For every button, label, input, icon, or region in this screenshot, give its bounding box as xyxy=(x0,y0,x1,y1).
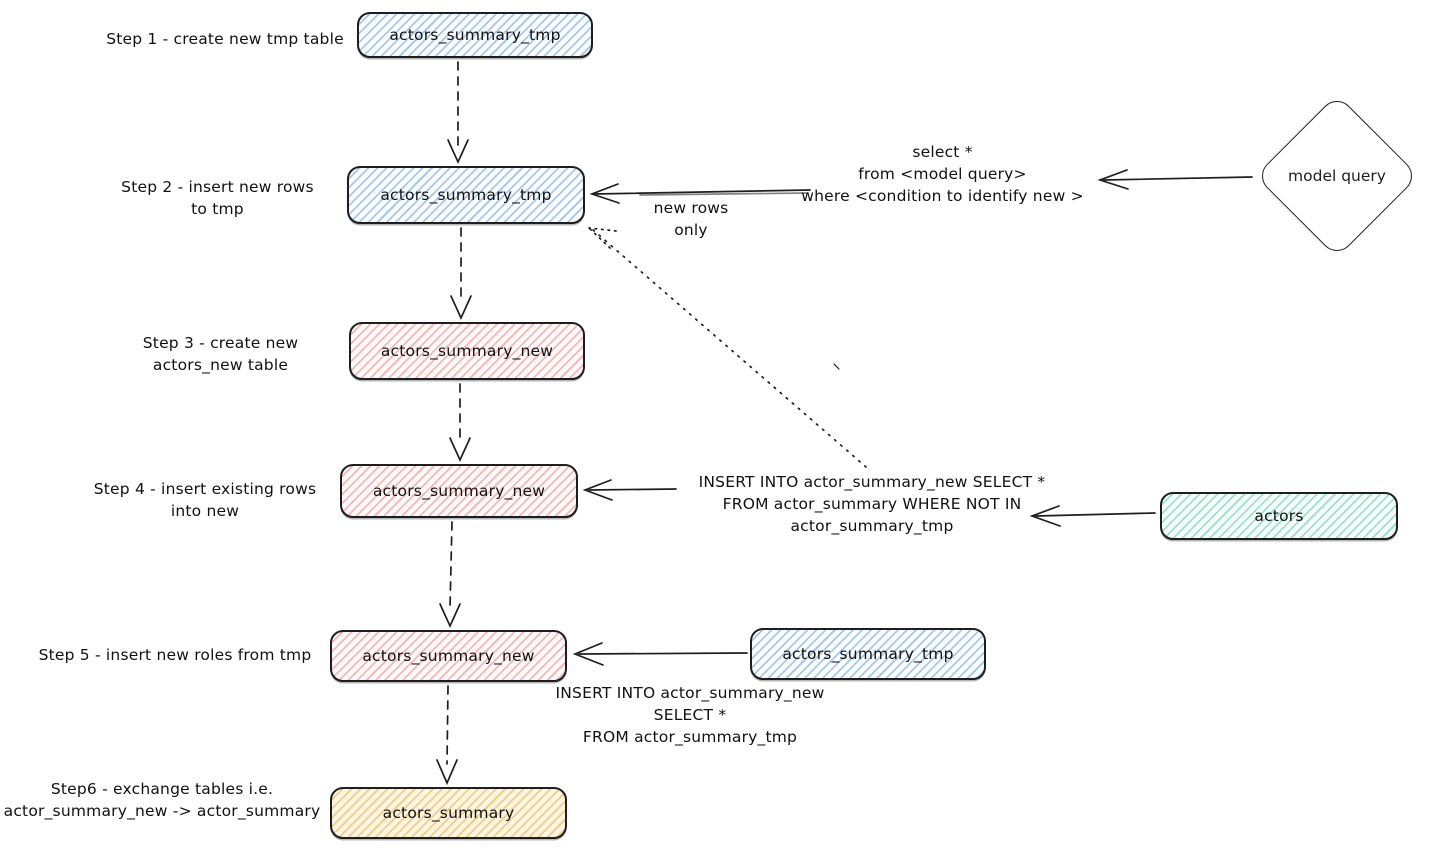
arrow-tmpsource-to-step5 xyxy=(578,652,748,655)
step3-label: Step 3 - create new actors_new table xyxy=(142,334,299,374)
arrow-select-to-step2-double xyxy=(639,192,809,196)
arrowhead-select-to-step2 xyxy=(589,183,620,204)
node-step5-actors-summary-new: actors_summary_new xyxy=(330,630,567,682)
node-step2-actors-summary-tmp: actors_summary_tmp xyxy=(347,166,585,224)
stray-mark xyxy=(833,363,840,370)
arrowhead-step5-to-step6 xyxy=(436,759,458,786)
node-tmp-source-text: actors_summary_tmp xyxy=(782,645,954,663)
annotation-insert-from-tmp: INSERT INTO actor_summary_new SELECT * F… xyxy=(555,684,825,746)
node-step1-text: actors_summary_tmp xyxy=(389,26,561,44)
step1-label: Step 1 - create new tmp table xyxy=(106,30,344,48)
node-step1-actors-summary-tmp: actors_summary_tmp xyxy=(357,12,593,58)
node-model-query-text: model query xyxy=(1288,167,1386,185)
node-step4-actors-summary-new: actors_summary_new xyxy=(340,464,578,518)
arrowhead-tmpsource-to-step5 xyxy=(572,642,604,666)
arrow-step5-to-step6 xyxy=(446,685,449,765)
arrow-step4-to-step5 xyxy=(449,521,453,609)
node-tmp-source-actors-summary-tmp: actors_summary_tmp xyxy=(750,628,986,680)
dotted-link-insert-to-step2 xyxy=(591,228,867,468)
arrowhead-step1-to-step2 xyxy=(447,139,469,165)
arrowhead-diamond-to-select xyxy=(1097,169,1129,190)
arrowhead-step4-to-step5 xyxy=(439,603,461,629)
node-actors-text: actors xyxy=(1254,507,1304,525)
step5-label: Step 5 - insert new roles from tmp xyxy=(38,646,312,664)
arrowhead-step2-to-step3 xyxy=(450,295,472,321)
arrow-diamond-to-select xyxy=(1103,176,1253,181)
node-step6-text: actors_summary xyxy=(382,804,515,822)
step4-label: Step 4 - insert existing rows into new xyxy=(93,480,317,520)
dotted-link-arrowhead-b xyxy=(588,227,611,249)
annotation-insert-not-in: INSERT INTO actor_summary_new SELECT * F… xyxy=(698,473,1046,535)
arrow-select-to-step2 xyxy=(593,189,811,195)
arrowhead-insert-to-step4 xyxy=(582,479,613,501)
node-step3-actors-summary-new: actors_summary_new xyxy=(349,322,585,380)
arrow-insert-to-step4 xyxy=(588,488,677,491)
arrowhead-step3-to-step4 xyxy=(449,437,471,463)
node-step2-text: actors_summary_tmp xyxy=(380,186,552,204)
node-step3-text: actors_summary_new xyxy=(380,342,554,360)
node-step4-text: actors_summary_new xyxy=(372,482,546,500)
dotted-link-arrowhead-a xyxy=(588,227,617,232)
node-actors: actors xyxy=(1160,492,1398,540)
annotation-select-query: select * from <model query> where <condi… xyxy=(801,143,1084,205)
node-step5-text: actors_summary_new xyxy=(362,647,535,665)
step2-label: Step 2 - insert new rows to tmp xyxy=(121,178,314,218)
annotation-new-rows-only: new rows only xyxy=(653,199,729,239)
node-step6-actors-summary: actors_summary xyxy=(330,787,567,839)
step6-label: Step6 - exchange tables i.e. actor_summa… xyxy=(3,780,321,820)
